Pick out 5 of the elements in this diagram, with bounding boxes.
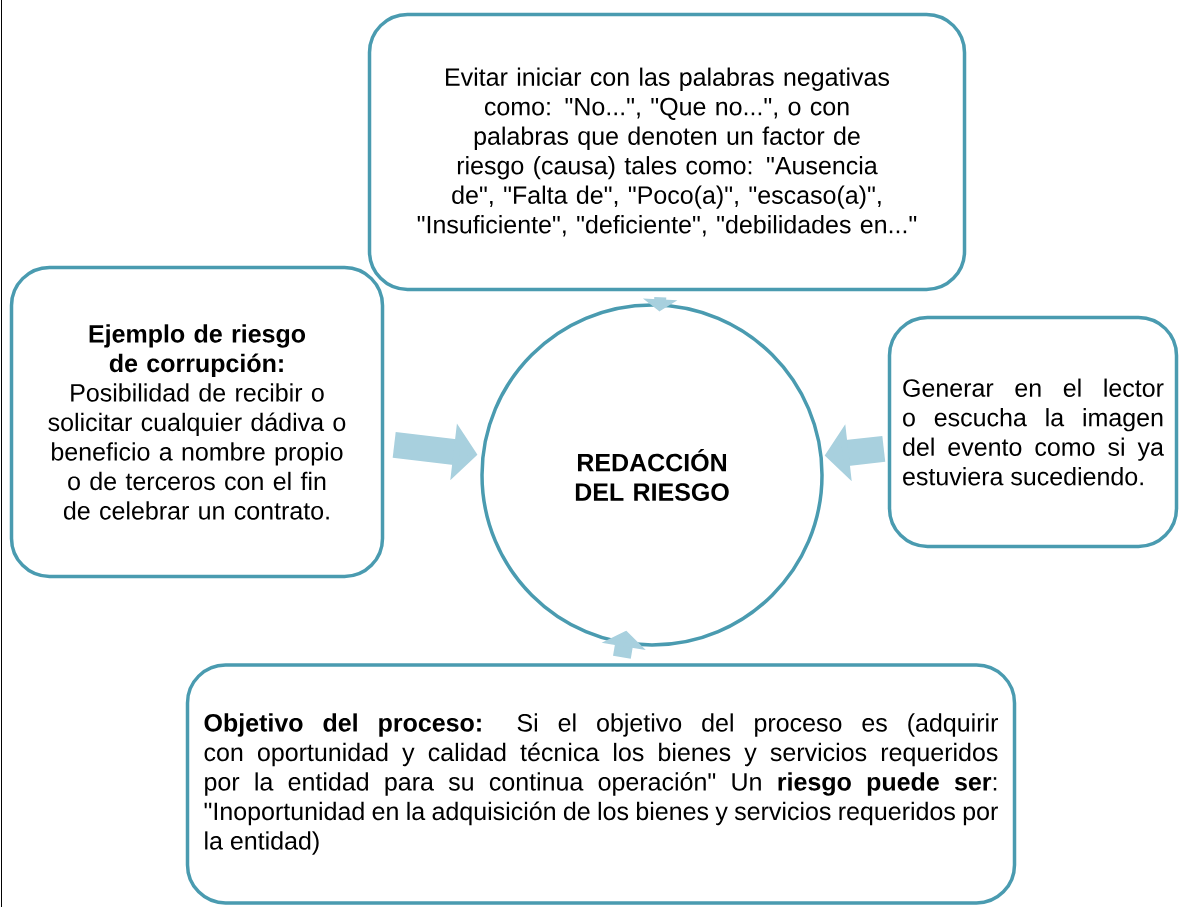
rounded-box: Evitar iniciar con las palabras negativas como: "No...", "Que no...", o con palabras que denoten un factor de riesgo (causa) tales como: "Ausencia de", "Falta de", "Poco(a)", "escaso(a)", "Insuficiente", "deficiente", "debilidades en..." [367,12,967,292]
rounded-box: Objetivo del proceso: Si el objetivo del proceso es (adquirir con oportunidad y calidad técnica los bienes y servicios requeridos por la entidad para su continua operación" Un riesgo puede ser: "Inoportunidad en la adquisición de los bienes y servicios requeridos por la entidad) [185,663,1017,905]
rounded-box: Ejemplo de riesgo de corrupción: Posibilidad de recibir o solicitar cualquier dádiva o beneficio a nombre propio o de terceros con el fin de celebrar un contrato. [9,265,385,579]
rounded-box: Generar en el lector o escucha la imagen del evento como si ya estuviera sucediendo. [887,315,1179,549]
circle-node: REDACCIÓN DEL RIESGO [480,303,824,647]
